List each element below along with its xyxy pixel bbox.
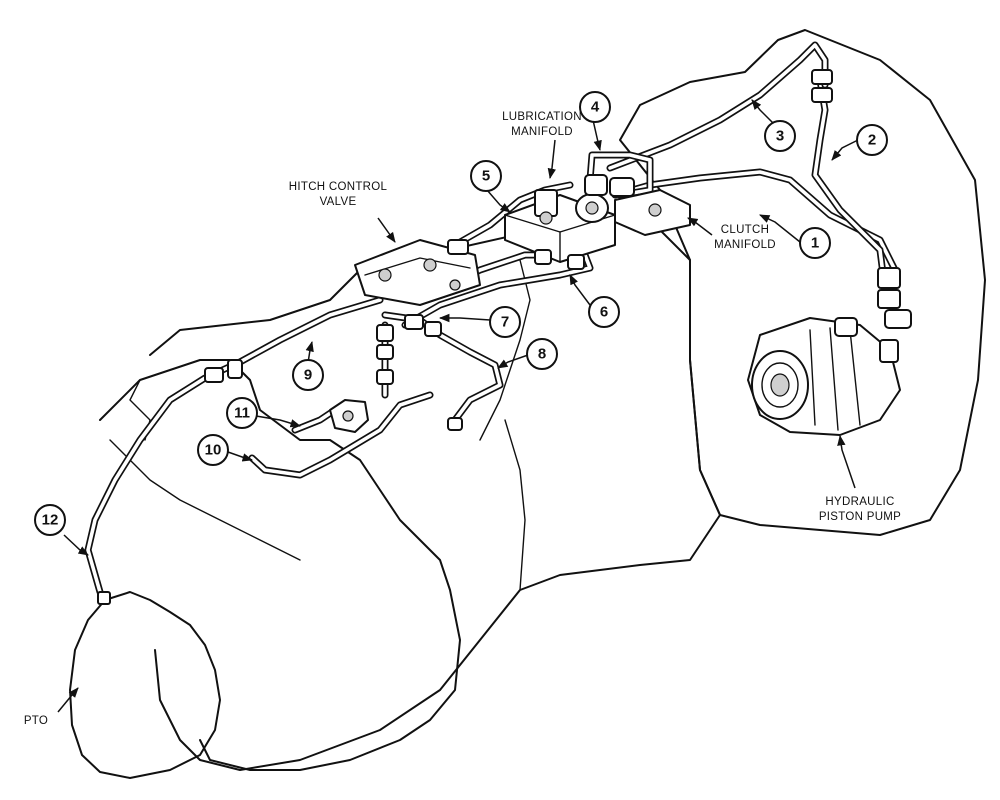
callout-2: 2 bbox=[856, 124, 888, 156]
callout-11: 11 bbox=[226, 397, 258, 429]
svg-text:12: 12 bbox=[42, 512, 59, 529]
pump-fittings bbox=[811, 69, 912, 363]
case-step bbox=[479, 259, 531, 441]
rear-housing-outline bbox=[619, 29, 986, 536]
svg-text:1: 1 bbox=[811, 235, 819, 252]
svg-text:9: 9 bbox=[304, 367, 312, 384]
callout-9: 9 bbox=[292, 359, 324, 391]
svg-text:MANIFOLD: MANIFOLD bbox=[511, 126, 573, 138]
hitch-control-valve bbox=[354, 239, 481, 306]
callout-4: 4 bbox=[579, 91, 611, 123]
svg-text:2: 2 bbox=[868, 132, 876, 149]
svg-text:7: 7 bbox=[501, 314, 509, 331]
svg-text:VALVE: VALVE bbox=[320, 196, 357, 208]
case-front-face bbox=[504, 419, 526, 591]
callout-3: 3 bbox=[764, 120, 796, 152]
callout-5: 5 bbox=[470, 160, 502, 192]
callout-8: 8 bbox=[526, 338, 558, 370]
svg-text:MANIFOLD: MANIFOLD bbox=[714, 239, 776, 251]
svg-text:5: 5 bbox=[482, 168, 490, 185]
label-lubrication-manifold: LUBRICATION MANIFOLD bbox=[502, 111, 582, 138]
callout-6: 6 bbox=[588, 296, 620, 328]
svg-text:PTO: PTO bbox=[24, 715, 48, 727]
svg-text:LUBRICATION: LUBRICATION bbox=[502, 111, 582, 123]
svg-text:3: 3 bbox=[776, 128, 784, 145]
hydraulic-piston-pump bbox=[747, 317, 901, 436]
label-pto: PTO bbox=[24, 715, 48, 727]
clutch-manifold bbox=[614, 189, 691, 236]
svg-text:HYDRAULIC: HYDRAULIC bbox=[825, 496, 894, 508]
svg-text:6: 6 bbox=[600, 304, 608, 321]
callout-10: 10 bbox=[197, 434, 229, 466]
svg-text:4: 4 bbox=[591, 99, 600, 116]
label-clutch-manifold: CLUTCH MANIFOLD bbox=[714, 224, 776, 251]
callout-7: 7 bbox=[489, 306, 521, 338]
manifold-elbow-fitting bbox=[575, 174, 635, 223]
front-housing-lip bbox=[109, 439, 301, 561]
svg-text:PISTON PUMP: PISTON PUMP bbox=[819, 511, 901, 523]
tube-bracket bbox=[329, 399, 369, 433]
svg-text:11: 11 bbox=[234, 405, 250, 422]
svg-text:CLUTCH: CLUTCH bbox=[721, 224, 769, 236]
label-hitch-control-valve: HITCH CONTROL VALVE bbox=[289, 181, 388, 208]
line-fittings bbox=[97, 249, 585, 605]
svg-text:10: 10 bbox=[205, 442, 222, 459]
svg-text:HITCH CONTROL: HITCH CONTROL bbox=[289, 181, 388, 193]
callout-12: 12 bbox=[34, 504, 66, 536]
pto-cover bbox=[69, 591, 221, 779]
svg-text:8: 8 bbox=[538, 346, 546, 363]
callout-1: 1 bbox=[799, 227, 831, 259]
front-housing-outline bbox=[99, 359, 461, 771]
label-hydraulic-piston-pump: HYDRAULIC PISTON PUMP bbox=[819, 496, 901, 523]
